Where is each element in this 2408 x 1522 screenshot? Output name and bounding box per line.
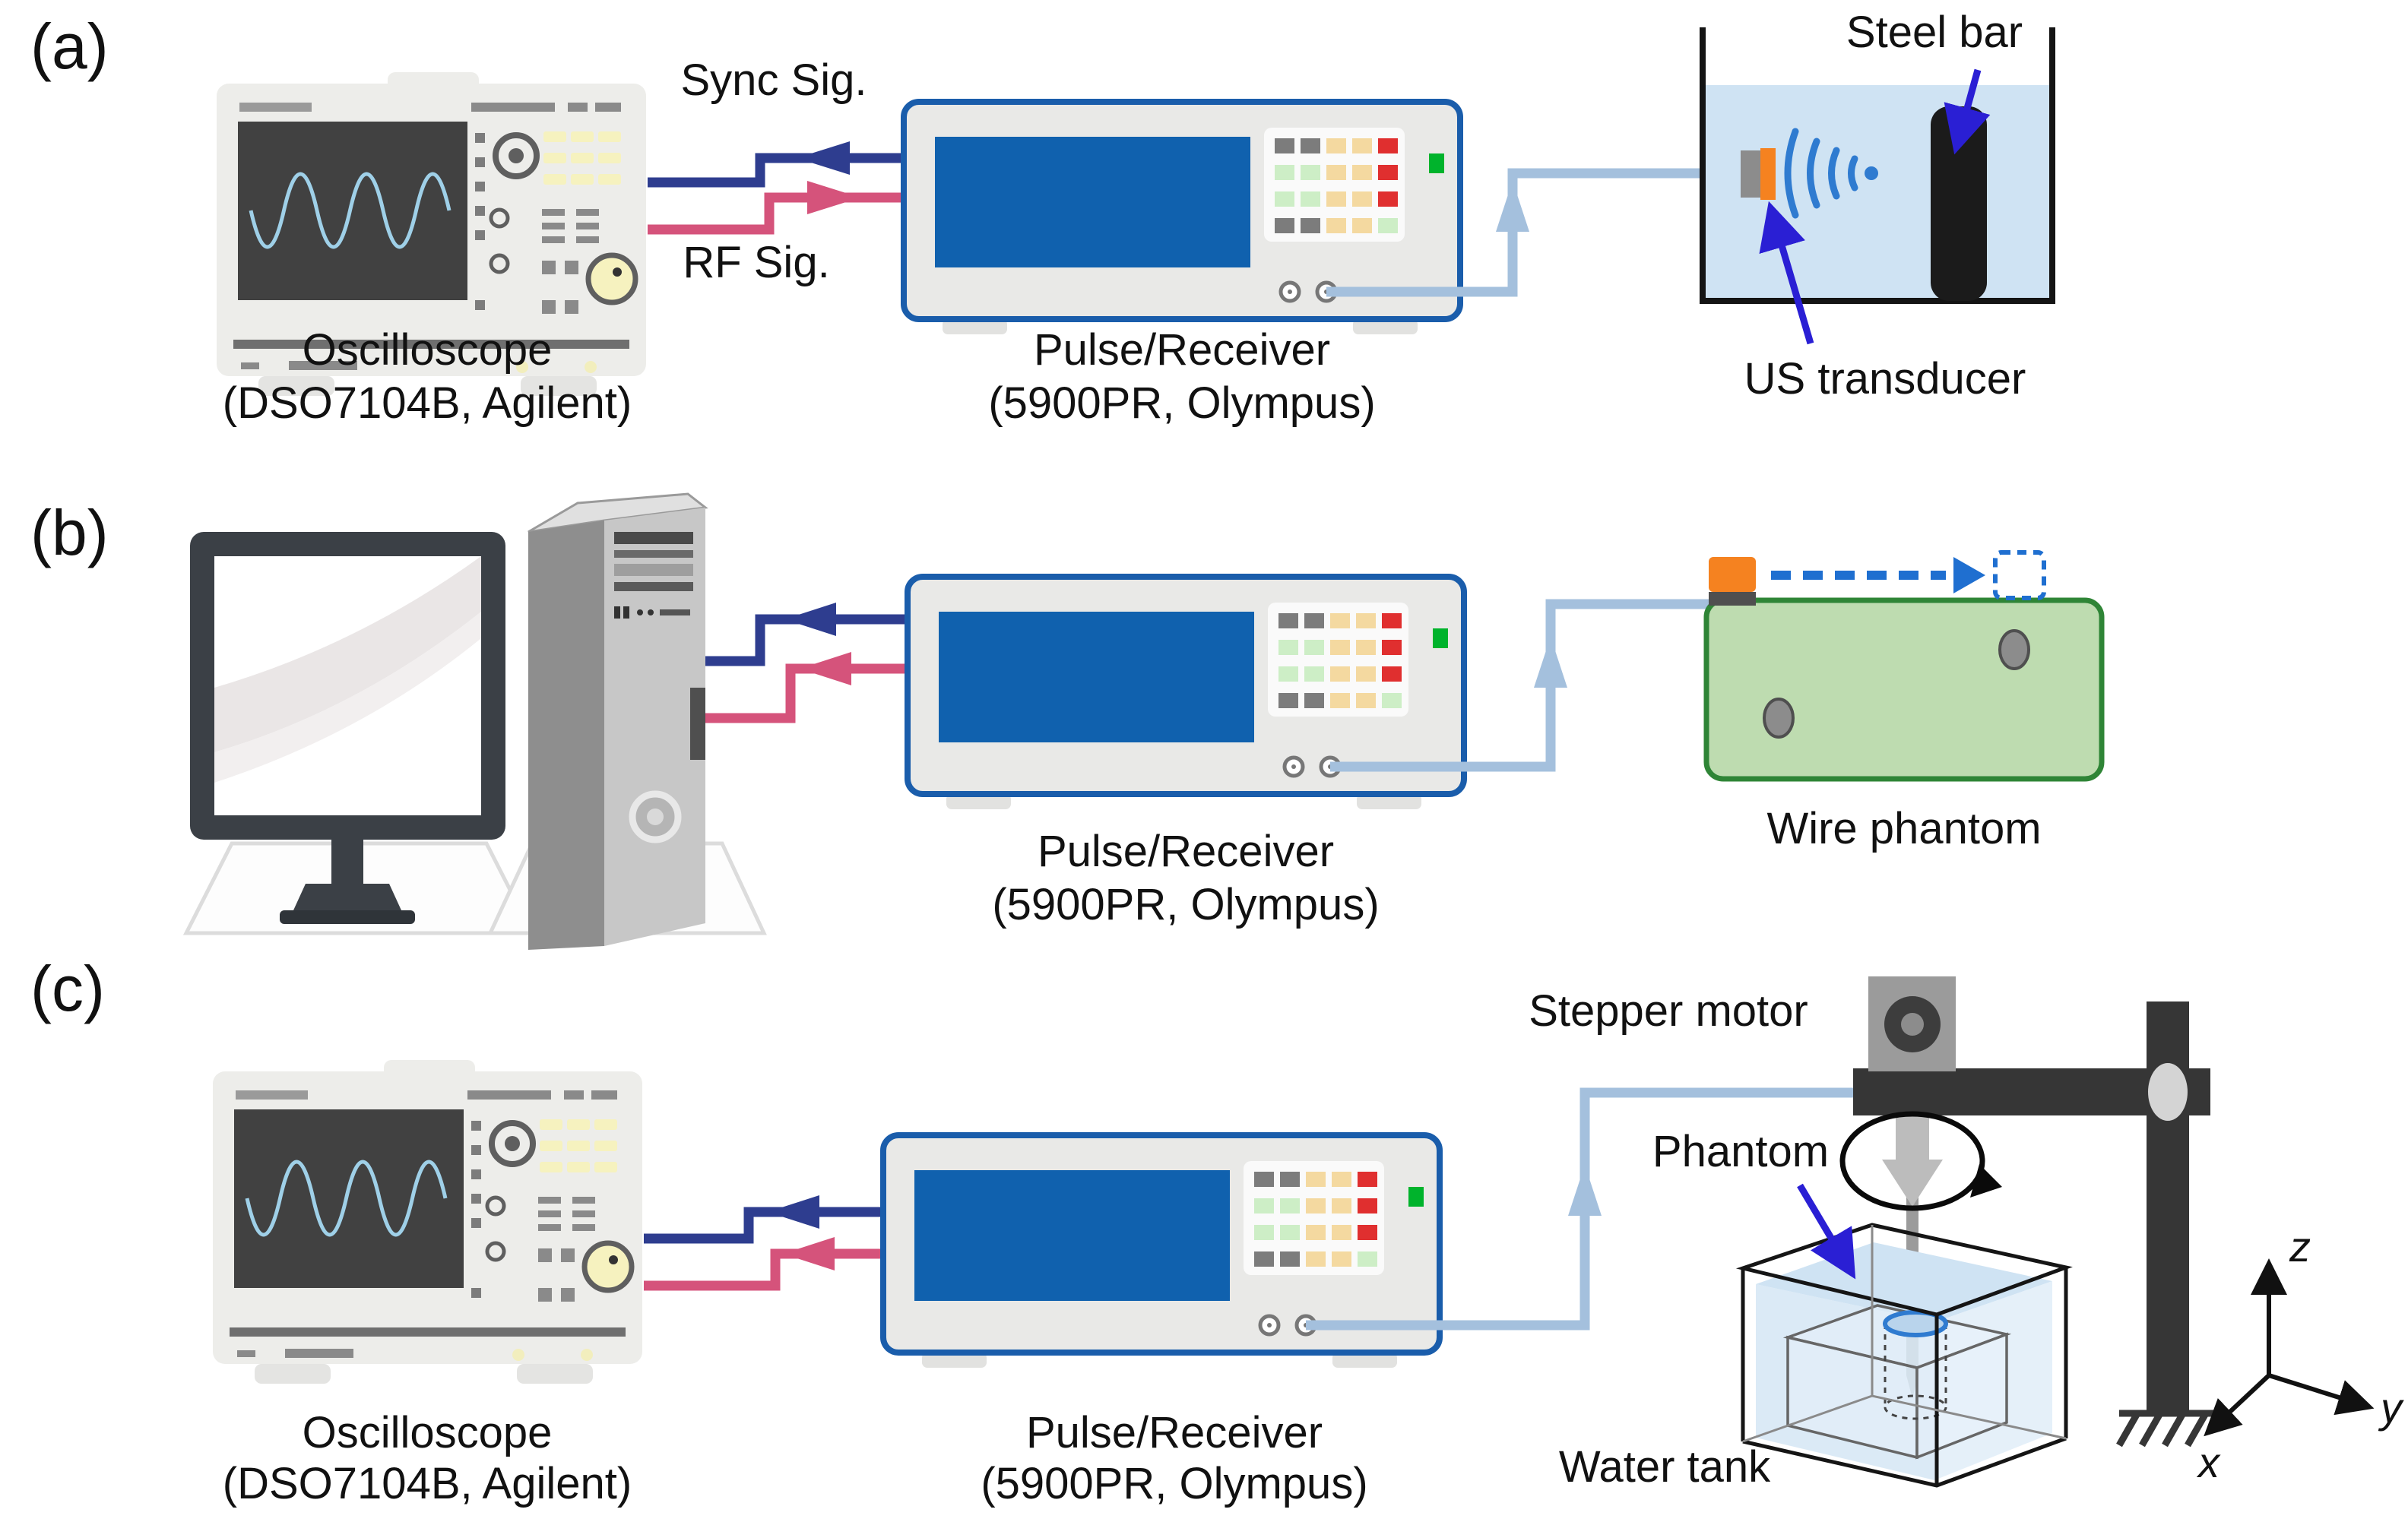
motor-cable-c (1306, 1087, 1871, 1331)
arrowhead-left-icon (800, 652, 851, 685)
pulse-receiver-c-name: Pulse/Receiver (1026, 1408, 1323, 1457)
us-transducer-face (1760, 148, 1776, 200)
pulse-receiver-a-model: (5900PR, Olympus) (988, 378, 1375, 428)
monitor-base (280, 910, 415, 924)
water-front-right (1934, 1281, 2052, 1480)
arrowhead-up-icon (1568, 1165, 1602, 1216)
oscilloscope-c-model: (DSO7104B, Agilent) (223, 1459, 632, 1508)
steel-bar (1931, 106, 1987, 301)
rf-signal-label: RF Sig. (683, 238, 829, 287)
cylinder-bottom (1884, 1394, 1947, 1420)
pulse-receiver-b-name: Pulse/Receiver (1038, 827, 1334, 876)
wire-cross-section (1763, 698, 1795, 739)
coordinate-axes (2204, 1258, 2375, 1437)
computer-monitor (190, 532, 505, 924)
rotation-arrow-icon (1839, 1111, 1985, 1211)
motor-drive-arrow (1882, 1115, 1943, 1207)
phantom-pointer-arrow (1797, 1183, 1856, 1280)
oscilloscope-c (213, 1060, 642, 1384)
us-transducer-pointer-arrow (1759, 201, 1814, 345)
y-axis (2268, 1373, 2375, 1416)
arrowhead-up-icon (1534, 637, 1567, 688)
pulse-receiver-c (883, 1135, 1440, 1368)
transducer-cable-a (1326, 168, 1742, 297)
rf-signal-arrow-c (644, 1237, 880, 1291)
wire-cross-section (1998, 629, 2030, 670)
wire-phantom (1703, 550, 2105, 782)
tower-rear-panel (690, 688, 705, 760)
scan-direction-arrow (1771, 550, 2046, 600)
tower-power-button-center (647, 808, 664, 825)
ground-hatch-icon (2116, 1410, 2216, 1448)
sync-signal-label: Sync Sig. (681, 55, 867, 105)
monitor-foot (293, 884, 401, 910)
ultrasound-wavefronts-icon (1784, 128, 1858, 219)
monitor-screen-glare2 (214, 612, 481, 783)
wire-phantom-body (1703, 597, 2105, 782)
computer-tower (528, 492, 708, 950)
pulse-receiver-c-model: (5900PR, Olympus) (981, 1459, 1367, 1508)
water-tank-a (1700, 27, 2055, 304)
arrowhead-right-icon (807, 181, 860, 214)
scanning-gantry (1839, 976, 2216, 1448)
arrowhead-left-icon (784, 603, 836, 636)
rotation-arrowhead (1970, 1164, 2002, 1198)
pulse-receiver-b-model: (5900PR, Olympus) (992, 880, 1379, 929)
sync-signal-arrow-c (644, 1195, 880, 1244)
stepper-motor-label: Stepper motor (1529, 986, 1808, 1036)
oscilloscope-a-name: Oscilloscope (303, 325, 553, 375)
oscilloscope-c-name: Oscilloscope (303, 1408, 553, 1457)
arrowhead-left-icon (783, 1237, 835, 1270)
pulse-receiver-a-name: Pulse/Receiver (1034, 325, 1330, 375)
rotation-cylinder (1883, 1310, 1948, 1420)
water-tank-label: Water tank (1559, 1442, 1771, 1492)
arrowhead-up-icon (1496, 181, 1529, 232)
phantom-label: Phantom (1652, 1127, 1829, 1176)
wave-focus-dot (1865, 166, 1878, 180)
phantom-transducer-base (1709, 592, 1756, 606)
sync-signal-arrow-a (648, 141, 901, 188)
us-transducer-label: US transducer (1744, 354, 2026, 403)
arrowhead-left-icon (768, 1195, 819, 1229)
tower-drive-bays (614, 532, 693, 591)
transducer-end-position (1993, 550, 2046, 600)
y-axis-label: y (2378, 1384, 2404, 1432)
panel-b-tag: (b) (30, 497, 109, 568)
gantry-joint (2148, 1063, 2188, 1121)
arrowhead-left-icon (797, 141, 850, 175)
panel-b: (b) (30, 492, 2105, 950)
water-tank-3d (1735, 1223, 2073, 1488)
monitor-screen-glare (214, 556, 481, 752)
phantom-transducer (1709, 557, 1756, 592)
pulse-receiver-b (908, 577, 1464, 809)
wire-phantom-label: Wire phantom (1766, 804, 2041, 853)
z-axis-label: z (2289, 1223, 2311, 1270)
sync-signal-arrow-b (705, 603, 905, 666)
steel-bar-label: Steel bar (1846, 8, 2023, 57)
us-transducer-body (1741, 150, 1760, 198)
motor-shaft-center (1901, 1013, 1924, 1036)
tower-top (528, 492, 708, 533)
panel-c: (c) Oscilloscope (DSO7104B, Agilent) Pul… (30, 953, 2404, 1508)
steel-bar-pointer-arrow (1944, 68, 1991, 155)
panel-a: (a) Oscilloscope (DSO7104B, Agilent) Syn… (30, 8, 2055, 428)
monitor-neck (331, 840, 363, 884)
panel-a-tag: (a) (30, 11, 109, 82)
tower-side (528, 521, 604, 950)
transducer-cable-b (1330, 599, 1710, 772)
arrowhead-right-icon (1953, 557, 1985, 593)
x-axis (2204, 1373, 2271, 1437)
oscilloscope-a-model: (DSO7104B, Agilent) (223, 378, 632, 428)
cylinder-top (1883, 1310, 1948, 1337)
pulse-receiver-a (904, 102, 1460, 334)
x-axis-label: x (2196, 1438, 2221, 1486)
tower-front (604, 508, 705, 946)
panel-c-tag: (c) (30, 953, 105, 1024)
tank-outline (1735, 1223, 2073, 1488)
rf-signal-arrow-a (648, 181, 901, 235)
tower-ports (614, 606, 690, 619)
rf-signal-arrow-b (705, 652, 905, 723)
